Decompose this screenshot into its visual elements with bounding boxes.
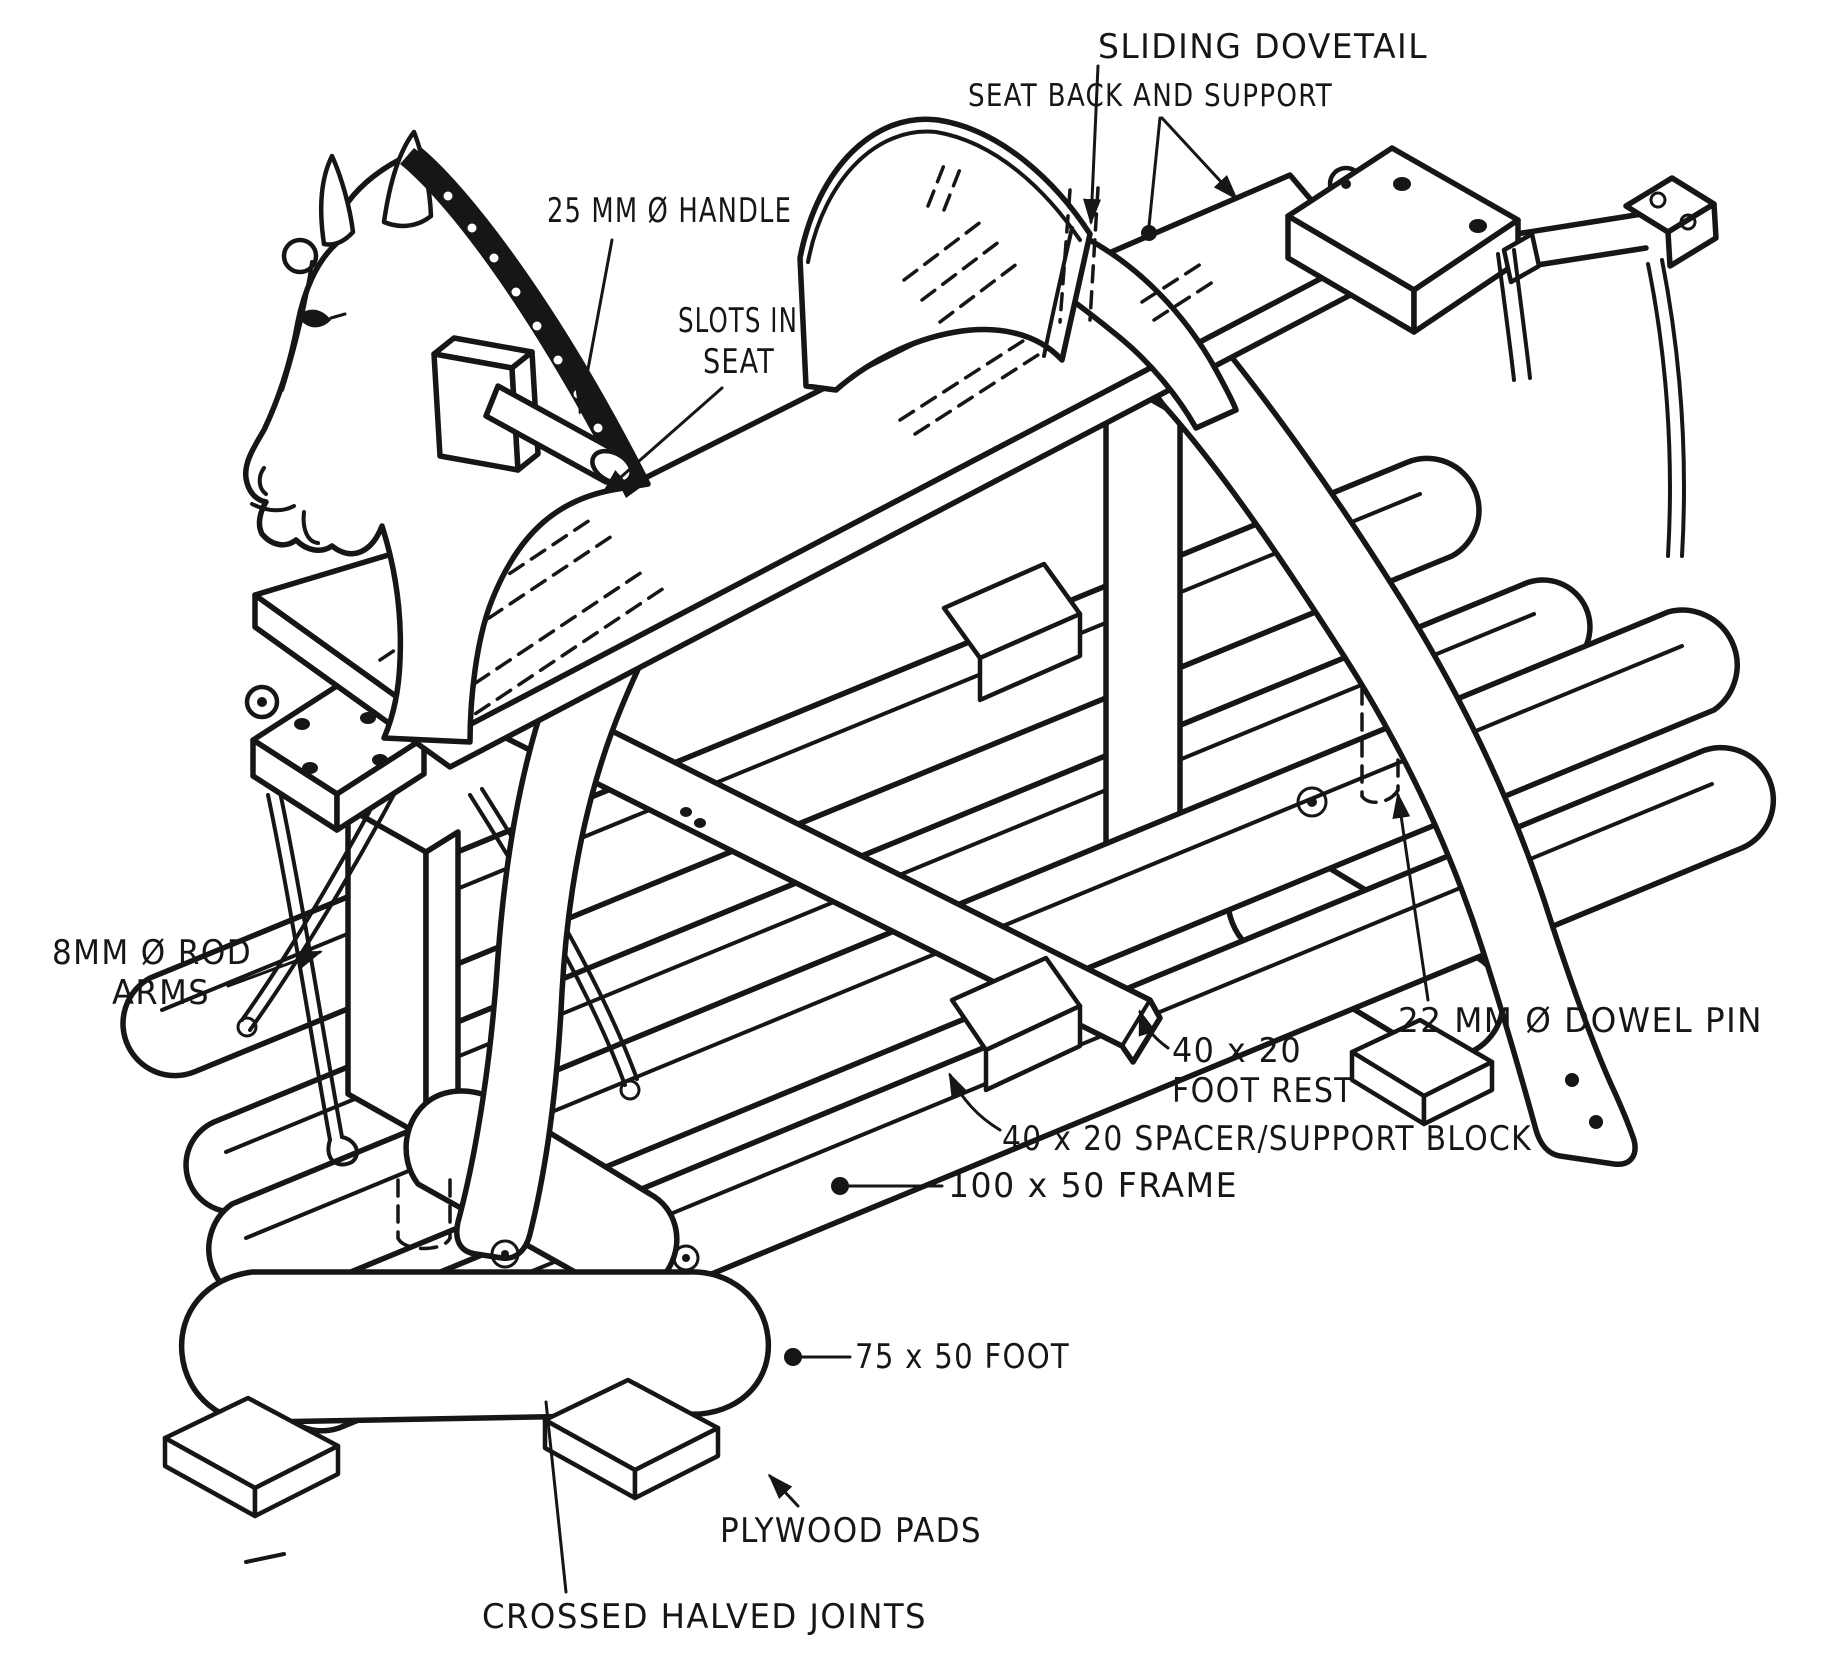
leader-sliding-dovetail bbox=[1083, 64, 1102, 225]
cheek-line bbox=[280, 260, 314, 392]
label-rod-arms-2: ARMS bbox=[112, 973, 210, 1013]
screw-hole bbox=[694, 818, 706, 828]
label-sliding-dovetail: SLIDING DOVETAIL bbox=[1098, 27, 1428, 67]
left-post bbox=[345, 805, 461, 1141]
leader-seat-back-1 bbox=[1160, 116, 1239, 201]
screw-hole bbox=[1393, 177, 1411, 191]
screw-hole bbox=[1565, 1073, 1579, 1087]
label-crossed-halved-joints: CROSSED HALVED JOINTS bbox=[482, 1597, 927, 1637]
rear-leg bbox=[1148, 325, 1638, 1167]
eye bbox=[298, 309, 331, 328]
leader-handle bbox=[575, 238, 614, 415]
seat-back-panel bbox=[797, 116, 1218, 393]
screw-hole bbox=[1649, 191, 1667, 209]
label-spacer-support-block: 40 x 20 SPACER/SUPPORT BLOCK bbox=[1002, 1119, 1532, 1159]
hanger-strap bbox=[1501, 231, 1542, 285]
leader-dowel-pin bbox=[1392, 792, 1430, 1002]
label-slots-in-seat-1: SLOTS IN bbox=[678, 301, 798, 341]
label-frame: 100 x 50 FRAME bbox=[948, 1166, 1238, 1206]
rod-pivot-dot bbox=[257, 697, 267, 707]
mane-curl bbox=[281, 237, 319, 275]
label-foot: 75 x 50 FOOT bbox=[855, 1337, 1070, 1377]
leader-rod-arms bbox=[226, 950, 323, 988]
rear-mounting-block bbox=[1285, 145, 1542, 382]
leader-spacer bbox=[948, 1072, 1002, 1132]
top-right-rail-and-hanger bbox=[1513, 175, 1719, 558]
front-foot-block bbox=[178, 1269, 772, 1426]
leader-lines bbox=[226, 64, 1430, 1594]
leader-foot-rest bbox=[1138, 1009, 1170, 1050]
screw-hole bbox=[1679, 213, 1697, 231]
sliding-dovetail-hidden-outline bbox=[1058, 186, 1100, 324]
bolt-heads bbox=[490, 786, 1328, 1272]
nostril bbox=[257, 466, 268, 496]
label-plywood-pads: PLYWOOD PADS bbox=[720, 1511, 982, 1551]
screw-hole bbox=[1469, 219, 1487, 233]
screw-hole bbox=[360, 712, 376, 724]
mouth-line bbox=[250, 502, 296, 513]
screw-hole bbox=[302, 762, 318, 774]
label-foot-rest-1: 40 x 20 bbox=[1172, 1031, 1302, 1071]
leader-seat-back-2 bbox=[1147, 116, 1162, 228]
label-slots-in-seat-2: SEAT bbox=[703, 342, 775, 382]
right-end-plywood-pad bbox=[542, 1377, 721, 1501]
leader-plywood-pads bbox=[767, 1473, 800, 1508]
left-plywood-pad bbox=[162, 1395, 341, 1519]
right-plywood-pad bbox=[1349, 1017, 1495, 1127]
label-handle: 25 MM Ø HANDLE bbox=[547, 191, 792, 231]
stray-tick bbox=[244, 1552, 286, 1564]
label-dowel-pin: 22 MM Ø DOWEL PIN bbox=[1398, 1001, 1763, 1041]
handle-assembly bbox=[431, 335, 634, 486]
screw-hole bbox=[680, 807, 692, 817]
label-seat-back-and-support: SEAT BACK AND SUPPORT bbox=[968, 78, 1333, 114]
screw-hole bbox=[372, 754, 388, 766]
leader-slots bbox=[601, 386, 724, 494]
seat-back-support-bracket bbox=[1055, 235, 1239, 431]
label-rod-arms-1: 8MM Ø ROD bbox=[52, 933, 252, 973]
annotation-labels: SLIDING DOVETAIL SEAT BACK AND SUPPORT 2… bbox=[52, 27, 1763, 1637]
right-rod-arm bbox=[1646, 258, 1686, 558]
label-foot-rest-2: FOOT REST bbox=[1172, 1071, 1354, 1111]
crossed-halved-joint-hidden-tenon bbox=[396, 1178, 452, 1251]
left-ear bbox=[318, 153, 356, 247]
screw-hole bbox=[1589, 1115, 1603, 1129]
leader-crossed-joints bbox=[544, 1400, 568, 1594]
chin-mark bbox=[301, 510, 320, 545]
spacer-block-lower bbox=[949, 955, 1083, 1093]
spacer-block-upper bbox=[941, 561, 1083, 703]
rod-pivot-dot bbox=[1341, 179, 1351, 189]
screw-hole bbox=[294, 718, 310, 730]
